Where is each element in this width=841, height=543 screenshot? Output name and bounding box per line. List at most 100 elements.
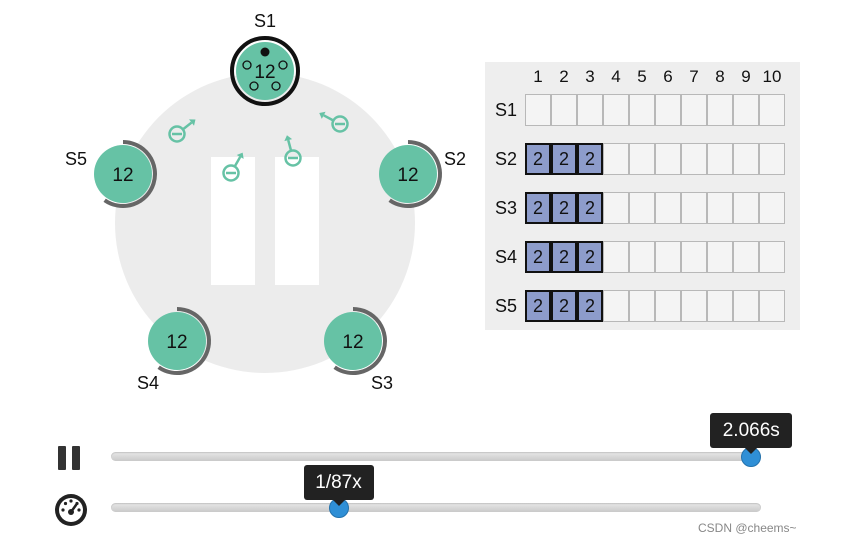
log-slot-empty[interactable] xyxy=(733,192,759,224)
pause-icon xyxy=(58,446,66,470)
vote-dot xyxy=(242,60,252,70)
messages-layer xyxy=(168,111,349,182)
server-node xyxy=(94,145,152,203)
log-slot-empty[interactable] xyxy=(629,94,655,126)
server-s2[interactable]: 12 S2 xyxy=(379,140,466,208)
time-label: 2.066s xyxy=(722,420,780,441)
log-column-header: 7 xyxy=(689,67,699,86)
server-term: 12 xyxy=(254,62,275,83)
vote-dot xyxy=(271,81,281,91)
server-s1[interactable]: 12 S1 xyxy=(230,11,300,106)
log-entry[interactable]: 2 xyxy=(551,241,577,273)
speed-slider-track[interactable] xyxy=(111,503,761,512)
log-column-header: 3 xyxy=(585,67,595,86)
pause-glyph-right xyxy=(275,157,319,285)
pause-button[interactable] xyxy=(58,446,82,470)
log-slot-empty[interactable] xyxy=(655,94,681,126)
log-entry[interactable]: 2 xyxy=(525,290,551,322)
log-row-label: S2 xyxy=(494,149,518,169)
log-slot-empty[interactable] xyxy=(759,241,785,273)
log-slot-empty[interactable] xyxy=(655,143,681,175)
log-slot-empty[interactable] xyxy=(681,290,707,322)
message-icon xyxy=(284,135,302,167)
log-slot-empty[interactable] xyxy=(681,94,707,126)
pause-icon xyxy=(72,446,80,470)
log-slot-empty[interactable] xyxy=(655,241,681,273)
log-entry[interactable]: 2 xyxy=(525,143,551,175)
vote-dot xyxy=(249,81,259,91)
log-slot-empty[interactable] xyxy=(629,143,655,175)
log-slot-empty[interactable] xyxy=(577,94,603,126)
server-term: 12 xyxy=(166,332,187,353)
log-entry[interactable]: 2 xyxy=(551,143,577,175)
log-slot-empty[interactable] xyxy=(733,94,759,126)
time-tooltip: 2.066s xyxy=(710,413,793,454)
vote-dot xyxy=(278,60,288,70)
log-column-header: 1 xyxy=(533,67,543,86)
log-slot-empty[interactable] xyxy=(551,94,577,126)
log-slot-empty[interactable] xyxy=(759,143,785,175)
log-entry[interactable]: 2 xyxy=(551,290,577,322)
log-slot-empty[interactable] xyxy=(681,192,707,224)
log-slot-empty[interactable] xyxy=(707,192,733,224)
speed-tooltip: 1/87x xyxy=(303,465,374,506)
log-slot-empty[interactable] xyxy=(759,94,785,126)
election-timer-arc xyxy=(157,307,211,375)
log-slot-empty[interactable] xyxy=(759,192,785,224)
log-row-label: S4 xyxy=(494,247,518,267)
log-slot-empty[interactable] xyxy=(707,290,733,322)
server-term: 12 xyxy=(342,332,363,353)
log-slot-empty[interactable] xyxy=(733,241,759,273)
log-slot-empty[interactable] xyxy=(681,143,707,175)
log-slot-empty[interactable] xyxy=(655,192,681,224)
speed-label: 1/87x xyxy=(315,472,362,493)
pause-glyph-left xyxy=(211,157,255,285)
log-slot-empty[interactable] xyxy=(655,290,681,322)
server-term: 12 xyxy=(397,165,418,186)
vote-dot xyxy=(260,47,270,57)
server-node xyxy=(379,145,437,203)
log-slot-empty[interactable] xyxy=(759,290,785,322)
speedometer-button[interactable] xyxy=(53,492,89,533)
log-entry[interactable]: 2 xyxy=(551,192,577,224)
server-label: S2 xyxy=(444,149,466,169)
server-node xyxy=(148,312,206,370)
log-slot-empty[interactable] xyxy=(681,241,707,273)
message-icon xyxy=(168,119,196,143)
time-slider-track[interactable] xyxy=(111,452,761,461)
log-slot-empty[interactable] xyxy=(707,143,733,175)
log-slot-empty[interactable] xyxy=(707,241,733,273)
log-column-header: 6 xyxy=(663,67,673,86)
message-icon xyxy=(319,111,349,133)
log-slot-empty[interactable] xyxy=(603,143,629,175)
log-slot-empty[interactable] xyxy=(603,94,629,126)
message-icon xyxy=(222,152,244,182)
log-slot-empty[interactable] xyxy=(629,192,655,224)
log-slot-empty[interactable] xyxy=(733,290,759,322)
log-slot-empty[interactable] xyxy=(629,290,655,322)
log-column-header: 2 xyxy=(559,67,569,86)
log-slot-empty[interactable] xyxy=(603,290,629,322)
log-entry[interactable]: 2 xyxy=(525,192,551,224)
log-slot-empty[interactable] xyxy=(629,241,655,273)
log-column-header: 9 xyxy=(741,67,751,86)
log-entry[interactable]: 2 xyxy=(577,143,603,175)
server-label: S3 xyxy=(371,373,393,393)
log-column-header: 10 xyxy=(762,67,782,86)
log-slot-empty[interactable] xyxy=(525,94,551,126)
log-entry[interactable]: 2 xyxy=(577,290,603,322)
log-entry[interactable]: 2 xyxy=(577,241,603,273)
server-label: S4 xyxy=(137,373,159,393)
log-slot-empty[interactable] xyxy=(707,94,733,126)
log-slot-empty[interactable] xyxy=(733,143,759,175)
log-row-label: S1 xyxy=(494,100,518,120)
log-slot-empty[interactable] xyxy=(603,192,629,224)
log-entry[interactable]: 2 xyxy=(525,241,551,273)
log-column-header: 4 xyxy=(611,67,621,86)
server-label: S1 xyxy=(254,11,276,31)
log-slot-empty[interactable] xyxy=(603,241,629,273)
log-entry[interactable]: 2 xyxy=(577,192,603,224)
